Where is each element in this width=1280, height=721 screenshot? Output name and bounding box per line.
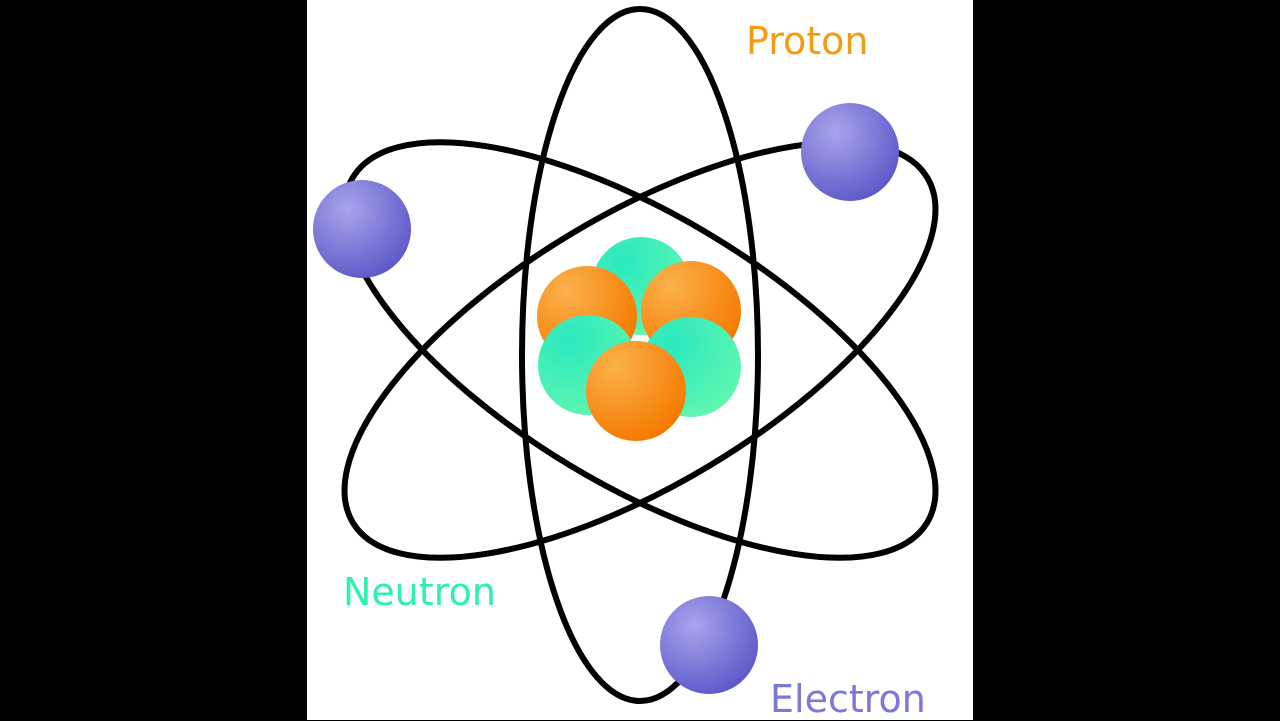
neutron-label: Neutron: [343, 570, 496, 614]
nucleus: [537, 237, 741, 441]
electron-label: Electron: [770, 677, 926, 721]
proton-particle: [586, 341, 686, 441]
electron-particle: [313, 180, 411, 278]
proton-label: Proton: [746, 19, 869, 63]
electron-particle: [660, 596, 758, 694]
orbit-diagonal-right: [341, 139, 939, 561]
electron-particle: [801, 103, 899, 201]
orbit-diagonal-left: [341, 139, 939, 561]
orbit-vertical: [519, 6, 761, 704]
